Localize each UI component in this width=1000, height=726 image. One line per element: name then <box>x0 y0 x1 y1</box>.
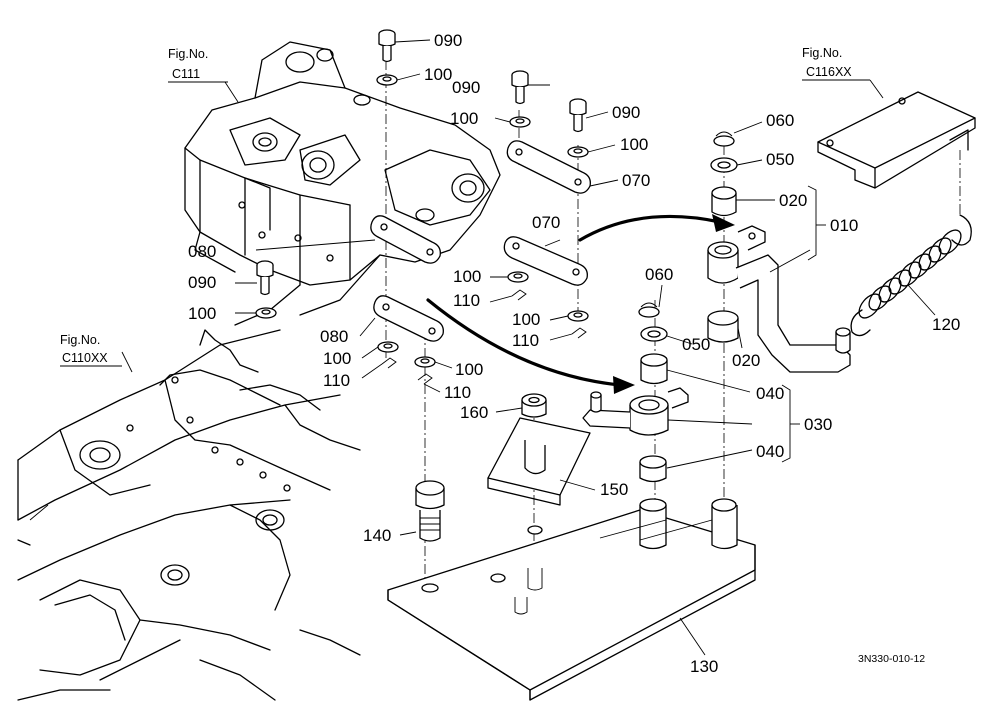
callout-110: 110 <box>453 291 480 310</box>
callout-100: 100 <box>450 109 478 128</box>
callout-010: 010 <box>830 216 858 235</box>
lever-assembly-030 <box>582 302 689 483</box>
callout-040: 040 <box>756 442 784 461</box>
callout-060: 060 <box>645 265 673 284</box>
diagram-code: 3N330-010-12 <box>858 653 925 665</box>
callout-100: 100 <box>455 360 483 379</box>
callout-labels: 090 100 090 100 090 100 070 070 080 090 … <box>188 31 960 676</box>
callout-100: 100 <box>512 310 540 329</box>
callout-100: 100 <box>424 65 452 84</box>
callout-150: 150 <box>600 480 628 499</box>
fig-ref-c111-label: Fig.No. <box>168 47 208 61</box>
fig-ref-c116xx-label: Fig.No. <box>802 46 842 60</box>
plate-150 <box>487 417 591 506</box>
callout-020: 020 <box>732 351 760 370</box>
callout-100: 100 <box>620 135 648 154</box>
fig-ref-c110xx-code: C110XX <box>62 351 108 365</box>
assembly-arrows <box>426 214 735 394</box>
fig-ref-c116xx-code: C116XX <box>806 65 852 79</box>
callout-050: 050 <box>766 150 794 169</box>
callout-090: 090 <box>188 273 216 292</box>
fig-ref-c111-code: C111 <box>172 67 200 81</box>
link-parts <box>370 140 591 342</box>
bolt-140 <box>415 480 445 542</box>
clevis-pin-090a <box>378 29 396 63</box>
bracket-c116xx-drawing <box>817 91 976 189</box>
base-plate-130 <box>387 498 756 701</box>
callout-090: 090 <box>434 31 462 50</box>
washer-parts <box>255 74 589 368</box>
callout-090: 090 <box>452 78 480 97</box>
callout-100: 100 <box>323 349 351 368</box>
callout-160: 160 <box>460 403 488 422</box>
callout-120: 120 <box>932 315 960 334</box>
figure-reference-c111: Fig.No. C111 <box>168 47 228 83</box>
callout-100: 100 <box>188 304 216 323</box>
callout-060: 060 <box>766 111 794 130</box>
callout-110: 110 <box>512 331 539 350</box>
callout-100: 100 <box>453 267 481 286</box>
bushing-160 <box>521 393 547 418</box>
callout-090: 090 <box>612 103 640 122</box>
figure-reference-c116xx: Fig.No. C116XX <box>802 46 870 81</box>
callout-070: 070 <box>532 213 560 232</box>
lever-assembly-010 <box>707 131 851 373</box>
callout-030: 030 <box>804 415 832 434</box>
callout-040: 040 <box>756 384 784 403</box>
callout-080: 080 <box>320 327 348 346</box>
callout-110: 110 <box>444 383 471 402</box>
center-lines <box>385 60 961 585</box>
clevis-pin-090b <box>511 70 529 105</box>
callout-110: 110 <box>323 371 350 390</box>
figure-reference-c110xx: Fig.No. C110XX <box>60 333 122 367</box>
frame-drawing <box>17 329 361 701</box>
clevis-pin-090d <box>256 260 274 296</box>
leader-lines <box>121 39 936 656</box>
clevis-pin-parts <box>256 29 587 296</box>
callout-070: 070 <box>622 171 650 190</box>
callout-080: 080 <box>188 242 216 261</box>
callout-020: 020 <box>779 191 807 210</box>
callout-050: 050 <box>682 335 710 354</box>
snap-pin-parts <box>381 289 587 385</box>
callout-130: 130 <box>690 657 718 676</box>
callout-140: 140 <box>363 526 391 545</box>
spring-120 <box>850 214 972 337</box>
clevis-pin-090c <box>569 98 587 133</box>
fig-ref-c110xx-label: Fig.No. <box>60 333 100 347</box>
